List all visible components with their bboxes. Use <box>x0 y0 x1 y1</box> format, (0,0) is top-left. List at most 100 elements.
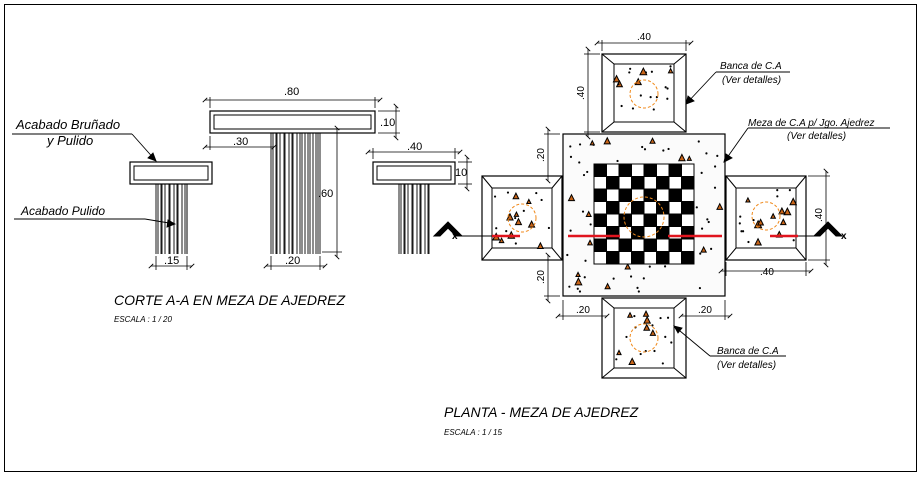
dim-bottom-right: .20 <box>698 305 712 316</box>
dim-upper-gap: .20 <box>536 148 547 162</box>
aggregate-mark <box>752 218 755 222</box>
aggregate-mark <box>742 230 745 233</box>
chess-square <box>668 238 682 252</box>
aggregate-mark <box>498 237 505 244</box>
aggregate-mark <box>585 210 592 217</box>
left-bench-legs <box>155 184 188 254</box>
chess-square <box>606 251 620 265</box>
aggregate-mark <box>514 217 523 226</box>
chess-square <box>668 213 682 227</box>
chess-square <box>643 163 657 177</box>
aggregate-mark <box>527 219 536 228</box>
aggregate-mark <box>629 67 632 70</box>
center-circles <box>507 79 781 353</box>
aggregate-mark <box>706 218 709 221</box>
aggregate-mark <box>700 245 708 253</box>
chess-square <box>668 188 682 202</box>
chess-square <box>593 163 607 177</box>
aggregate-mark <box>697 140 700 143</box>
aggregate-mark <box>655 96 658 99</box>
aggregate-mark <box>740 230 743 233</box>
finish-leaders <box>12 133 177 228</box>
chess-square <box>656 226 670 240</box>
aggregate-mark <box>698 286 702 290</box>
aggregate-mark <box>643 323 651 331</box>
label-acabado-brunado: Acabado Bruñado <box>15 117 120 132</box>
bench-top <box>601 53 687 133</box>
label-bench-bottom: Banca de C.A <box>717 346 779 357</box>
plan-title: PLANTA - MEZA DE AJEDREZ <box>444 404 639 420</box>
aggregate-mark <box>713 186 717 189</box>
dim-table-thickness: .10 <box>380 117 395 129</box>
dim-right-width: .40 <box>760 267 774 278</box>
aggregate-mark <box>649 137 656 144</box>
aggregate-mark <box>615 358 618 361</box>
aggregate-mark <box>662 149 665 152</box>
label-y-pulido: y Pulido <box>46 133 93 148</box>
aggregate-mark <box>677 153 686 162</box>
dim-right-width: .40 <box>407 141 422 153</box>
aggregate-mark <box>629 275 633 278</box>
aggregate-mark <box>575 271 581 278</box>
label-acabado-pulido: Acabado Pulido <box>20 204 105 218</box>
label-table: Meza de C.A p/ Jgo. Ajedrez <box>748 118 875 129</box>
chess-square <box>631 176 645 190</box>
chess-square <box>631 201 645 215</box>
aggregate-mark <box>617 83 620 86</box>
aggregate-mark <box>705 152 708 155</box>
aggregate-mark <box>631 107 635 110</box>
aggregate-mark <box>739 215 742 218</box>
aggregate-mark <box>512 192 520 200</box>
aggregate-mark <box>666 87 669 90</box>
dim-table-height: .60 <box>318 188 333 200</box>
aggregate-mark <box>536 241 545 249</box>
chess-square <box>606 201 620 215</box>
chess-square <box>593 213 607 227</box>
chess-square <box>631 226 645 240</box>
chess-square <box>656 201 670 215</box>
aggregate-mark <box>616 159 619 163</box>
aggregate-mark <box>493 195 497 198</box>
aggregate-mark <box>581 210 585 213</box>
aggregate-mark <box>586 239 594 246</box>
aggregate-mark <box>628 71 631 74</box>
aggregate-mark <box>661 362 664 365</box>
aggregate-mark <box>700 227 704 230</box>
aggregate-mark <box>612 74 621 83</box>
chess-square <box>643 213 657 227</box>
aggregate-mark <box>776 189 779 192</box>
chess-square <box>681 201 695 215</box>
aggregate-mark <box>566 253 569 257</box>
aggregate-mark <box>628 357 637 365</box>
chess-square <box>618 188 632 202</box>
aggregate-mark <box>578 290 582 293</box>
aggregate-mark <box>583 276 586 279</box>
aggregate-mark <box>653 349 656 353</box>
aggregate-mark <box>569 155 573 158</box>
section-title: CORTE A-A EN MEZA DE AJEDREZ <box>114 292 345 308</box>
chess-square <box>656 176 670 190</box>
aggregate-mark <box>495 227 498 230</box>
right-bench-legs <box>398 184 430 254</box>
aggregate-mark <box>670 341 673 344</box>
aggregate-mark <box>514 216 517 220</box>
aggregate-mark <box>747 240 750 244</box>
aggregate-mark <box>604 282 611 290</box>
aggregate-mark <box>641 145 644 149</box>
chess-square <box>643 238 657 252</box>
aggregate-mark <box>603 136 612 145</box>
aggregate-mark <box>589 139 596 146</box>
label-bench-top: Banca de C.A <box>720 61 782 72</box>
dim-table-width: .80 <box>284 86 299 98</box>
aggregate-mark <box>567 193 576 202</box>
aggregate-mark <box>506 191 510 194</box>
aggregate-mark <box>667 147 670 151</box>
chess-square <box>631 251 645 265</box>
aggregate-mark <box>639 352 642 356</box>
aggregate-mark <box>589 223 592 226</box>
aggregate-mark <box>663 265 667 268</box>
bench-aggregate <box>492 65 798 365</box>
aggregate-mark <box>535 191 538 195</box>
bench-right <box>725 175 807 261</box>
aggregate-mark <box>754 237 763 246</box>
